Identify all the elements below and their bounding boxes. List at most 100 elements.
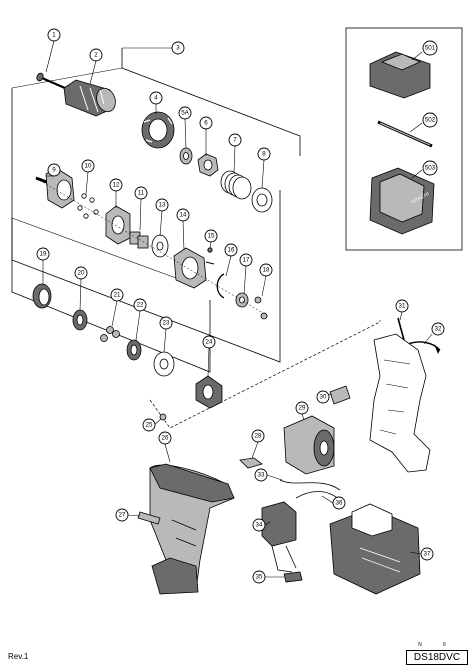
- svg-text:20: 20: [78, 270, 85, 277]
- model-marks: N 6: [418, 642, 456, 648]
- callout-17: 17: [239, 253, 253, 267]
- svg-text:35: 35: [256, 574, 263, 581]
- part-29-motor: [283, 415, 335, 475]
- callout-18: 18: [259, 263, 273, 277]
- svg-text:36: 36: [336, 500, 343, 507]
- part-28-lever: [239, 457, 263, 469]
- part-2-drill-chuck: [63, 79, 116, 117]
- part-9-spindle: [35, 167, 75, 209]
- svg-text:24: 24: [206, 339, 213, 346]
- part-21-gears: [100, 326, 120, 342]
- part-30-bracket: [329, 385, 351, 405]
- callout-33: 33: [254, 468, 268, 482]
- part-13-washer: [151, 234, 169, 258]
- callout-503: 503: [422, 160, 438, 176]
- part-housing-right: [369, 333, 431, 473]
- svg-text:6: 6: [204, 120, 208, 127]
- callout-15: 15: [204, 229, 218, 243]
- svg-text:3: 3: [176, 45, 180, 52]
- callout-4: 4: [149, 91, 163, 105]
- callout-31: 31: [395, 299, 409, 313]
- callout-25: 25: [142, 418, 156, 432]
- callout-8: 8: [257, 147, 271, 161]
- svg-text:13: 13: [159, 202, 166, 209]
- callout-6: 6: [199, 116, 213, 130]
- part-12-ring-gear: [105, 205, 131, 245]
- callout-13: 13: [155, 198, 169, 212]
- svg-text:30: 30: [320, 394, 327, 401]
- svg-text:8: 8: [262, 151, 266, 158]
- callout-11: 11: [134, 186, 148, 200]
- svg-text:27: 27: [119, 512, 126, 519]
- callout-1: 1: [47, 28, 61, 42]
- callout-3: 3: [171, 41, 185, 55]
- svg-text:12: 12: [113, 182, 120, 189]
- svg-text:33: 33: [258, 472, 265, 479]
- callout-37: 37: [420, 547, 434, 561]
- callout-27: 27: [115, 508, 129, 522]
- callout-30: 30: [316, 390, 330, 404]
- svg-text:9: 9: [52, 167, 56, 174]
- svg-text:2: 2: [94, 52, 98, 59]
- svg-text:31: 31: [399, 303, 406, 310]
- part-24-gear-housing: [195, 375, 223, 409]
- callout-29: 29: [295, 401, 309, 415]
- part-36-wires: [295, 491, 341, 501]
- callout-501: 501: [422, 40, 438, 56]
- part-35-terminal: [283, 571, 303, 583]
- part-501-charger: [369, 51, 431, 99]
- callout-5a: 5A: [178, 106, 192, 120]
- part-503-case: HITACHI: [369, 167, 435, 235]
- svg-text:7: 7: [233, 137, 237, 144]
- svg-text:19: 19: [40, 251, 47, 258]
- callout-20: 20: [74, 266, 88, 280]
- callout-7: 7: [228, 133, 242, 147]
- svg-text:11: 11: [138, 190, 145, 197]
- part-15-pin: [207, 247, 213, 253]
- part-4-clutch-dial: [141, 111, 175, 149]
- svg-text:28: 28: [255, 433, 262, 440]
- callout-14: 14: [176, 208, 190, 222]
- revision-label: Rev.1: [8, 652, 29, 661]
- callout-26: 26: [158, 431, 172, 445]
- svg-text:501: 501: [425, 45, 436, 52]
- part-502-bit: [377, 120, 433, 148]
- part-31-screw: [397, 317, 405, 341]
- callout-32: 32: [431, 322, 445, 336]
- svg-text:25: 25: [146, 422, 153, 429]
- callout-502: 502: [422, 112, 438, 128]
- svg-text:10: 10: [85, 163, 92, 170]
- part-11-planet-gears: [129, 231, 149, 249]
- part-17-bearing: [235, 292, 249, 308]
- callout-19: 19: [36, 247, 50, 261]
- callout-21: 21: [110, 288, 124, 302]
- part-22-ring: [126, 339, 142, 361]
- callout-2: 2: [89, 48, 103, 62]
- part-18-nuts: [254, 296, 268, 320]
- callout-28: 28: [251, 429, 265, 443]
- part-14-gear-case: [173, 247, 215, 289]
- leader-lines: [42, 40, 433, 578]
- part-6-nut: [197, 153, 219, 177]
- part-16-retaining-clip: [216, 273, 225, 299]
- svg-text:503: 503: [425, 165, 436, 172]
- callout-22: 22: [133, 298, 147, 312]
- model-box: N 6 DS18DVC: [406, 642, 468, 665]
- part-37-battery: [329, 503, 421, 595]
- svg-text:15: 15: [208, 233, 215, 240]
- svg-text:29: 29: [299, 405, 306, 412]
- part-33-switch-brushes: [279, 479, 341, 491]
- callout-34: 34: [252, 518, 266, 532]
- accessories-box: [345, 27, 463, 251]
- part-23-plate: [153, 351, 175, 377]
- callout-10: 10: [81, 159, 95, 173]
- part-26-housing-left: [149, 463, 235, 595]
- svg-text:1: 1: [52, 32, 56, 39]
- part-5a-washer: [179, 147, 193, 165]
- part-10-steel-balls: [77, 193, 99, 219]
- part-20-second-ring-gear: [72, 309, 88, 331]
- svg-text:18: 18: [263, 267, 270, 274]
- callout-9: 9: [47, 163, 61, 177]
- callout-12: 12: [109, 178, 123, 192]
